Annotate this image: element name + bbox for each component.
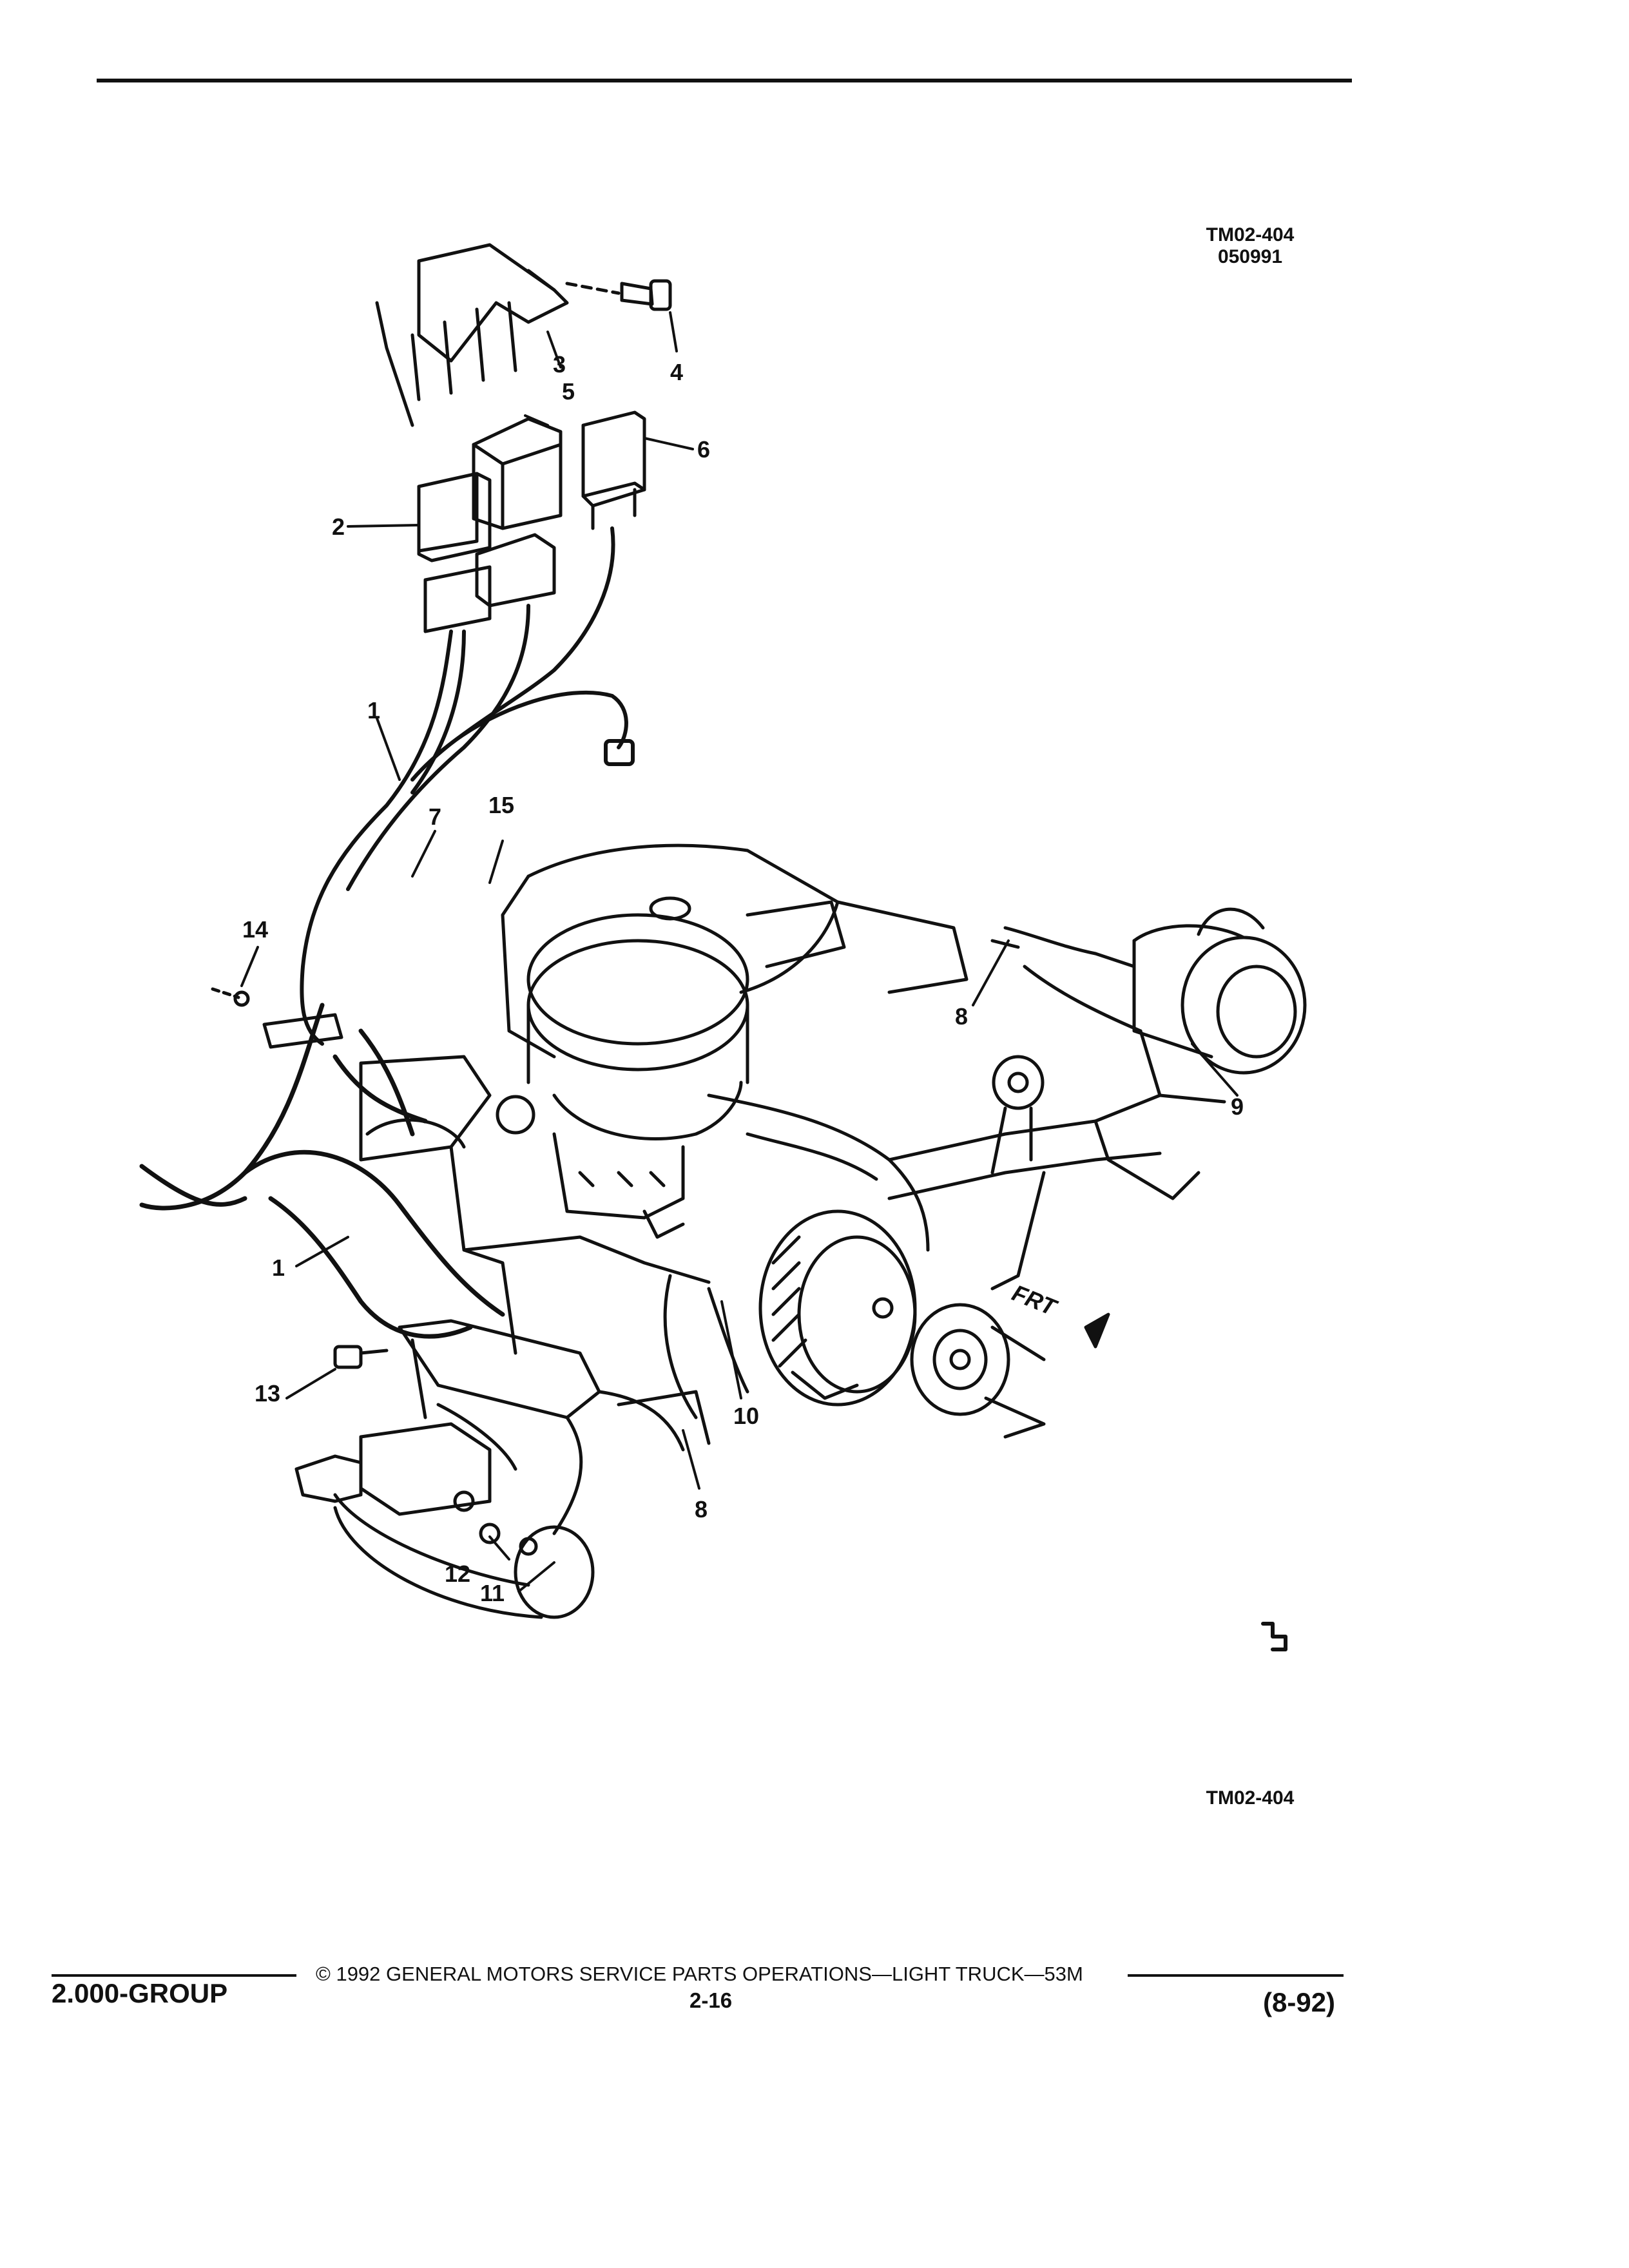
callout-14: 14 (242, 916, 269, 943)
callout-1-lower: 1 (272, 1254, 285, 1281)
relay-2 (417, 472, 492, 633)
bolt (620, 279, 672, 311)
starter-motor (294, 1422, 595, 1619)
leader-lines (240, 311, 1239, 1593)
callout-3: 3 (553, 351, 566, 378)
copyright-line: © 1992 GENERAL MOTORS SERVICE PARTS OPER… (316, 1963, 1083, 1985)
figure-id-bottom: TM02-404 (1206, 1787, 1295, 1809)
figure-date: 050991 (1217, 246, 1283, 267)
starter-wiring (552, 1274, 749, 1535)
pulley (910, 1303, 1046, 1439)
callout-9: 9 (1231, 1093, 1244, 1120)
revision-date: (8-92) (1263, 1987, 1336, 2017)
compressor-bracket (887, 1055, 1226, 1291)
footer-rule-right (1128, 1974, 1344, 1977)
callout-7: 7 (429, 803, 442, 830)
callout-4: 4 (670, 359, 684, 385)
relay-bracket (375, 243, 621, 427)
callout-11: 11 (480, 1580, 505, 1606)
bolt-13 (333, 1345, 389, 1369)
ac-compressor (1132, 907, 1307, 1097)
main-harness (139, 1003, 505, 1339)
callout-5: 5 (562, 378, 575, 405)
callout-15: 15 (488, 792, 515, 818)
harness-clip (211, 987, 343, 1049)
engine-block (359, 900, 969, 1355)
callout-8-upper: 8 (955, 1003, 969, 1030)
front-arrow (1084, 1312, 1110, 1349)
callout-10: 10 (733, 1403, 760, 1429)
relay-6 (581, 410, 646, 530)
relay-wiring (300, 526, 635, 1046)
callout-8-lower: 8 (695, 1496, 708, 1523)
lower-bracket (398, 1319, 601, 1471)
callout-6: 6 (697, 436, 711, 463)
compressor-wire (990, 926, 1142, 1033)
callout-12: 12 (445, 1561, 471, 1587)
callout-1-upper: 1 (367, 697, 381, 724)
figure-id: TM02-404 (1206, 224, 1295, 245)
engine-assembly (496, 843, 846, 1239)
callout-13: 13 (255, 1380, 281, 1407)
footer-rule-left (52, 1974, 296, 1977)
relay-5 (472, 417, 563, 608)
top-rule (97, 79, 1352, 82)
alternator (758, 1209, 917, 1407)
group-label: 2.000-GROUP (52, 1978, 228, 2008)
callout-2: 2 (332, 514, 345, 540)
page-number: 2-16 (689, 1988, 733, 2012)
